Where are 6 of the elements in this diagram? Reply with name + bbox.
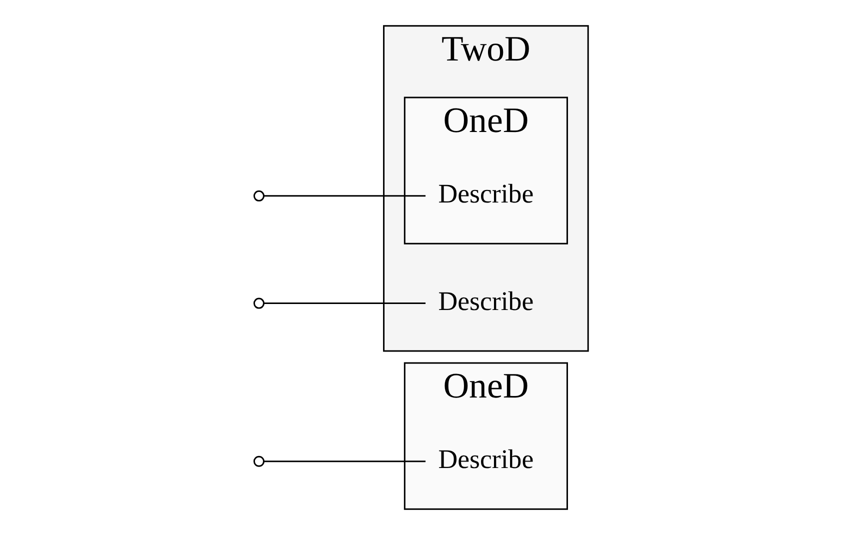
node-text: Describe xyxy=(438,178,534,208)
node-text: Describe xyxy=(438,444,534,474)
connector xyxy=(264,302,426,304)
node-text: Describe xyxy=(438,286,534,316)
connector xyxy=(264,195,426,197)
connector xyxy=(264,460,426,462)
